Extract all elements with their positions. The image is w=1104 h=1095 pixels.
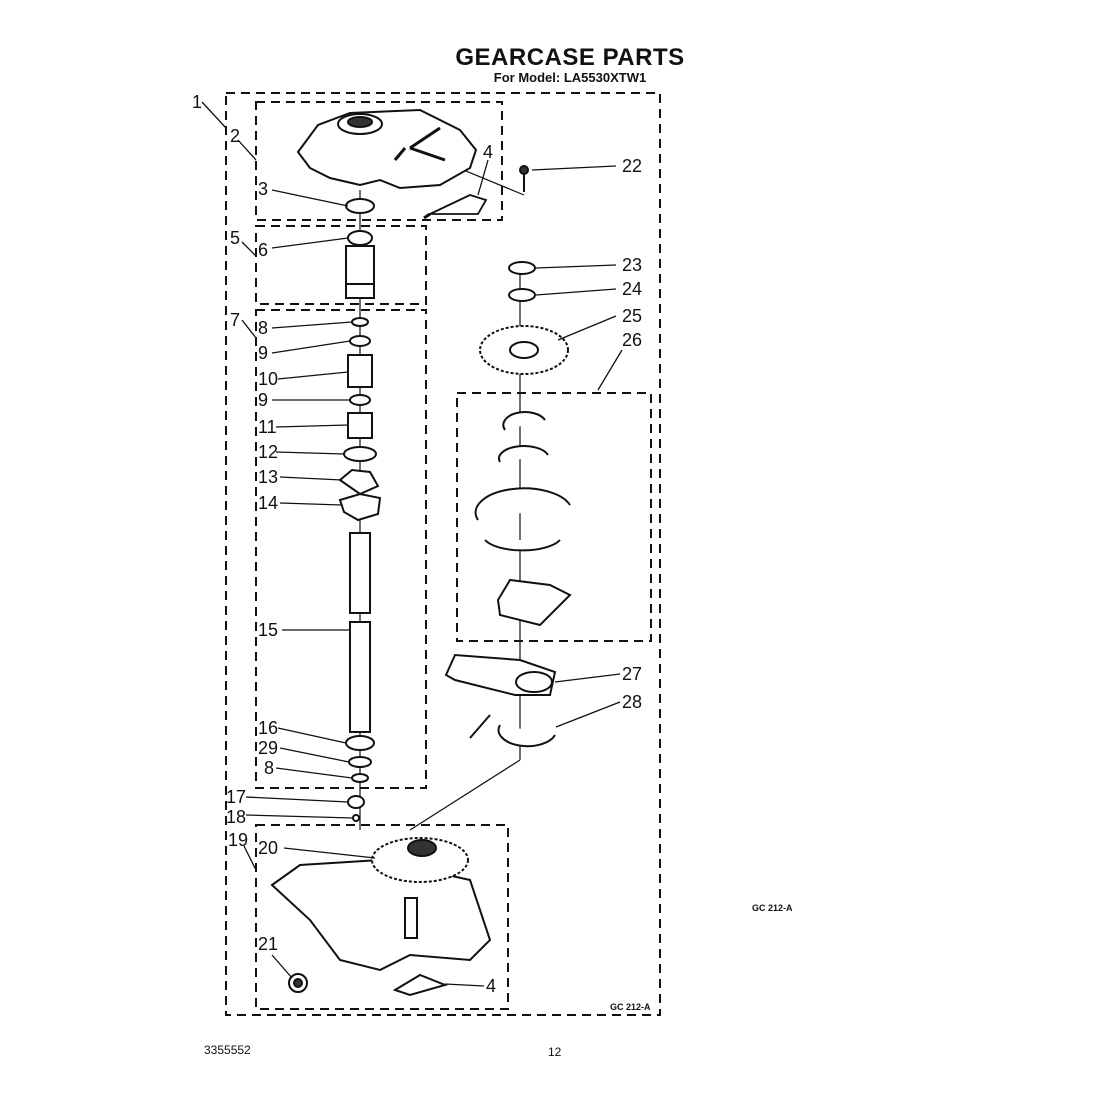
washer-9b xyxy=(349,394,371,406)
washer-16 xyxy=(345,735,375,751)
callout: 14 xyxy=(258,493,278,513)
shaft-upper xyxy=(349,532,371,614)
callout: 8 xyxy=(258,318,268,338)
group-box-housing xyxy=(255,824,509,1010)
model-subtitle: For Model: LA5530XTW1 xyxy=(493,70,647,85)
callout: 18 xyxy=(226,807,246,827)
callout: 28 xyxy=(622,692,642,712)
washer-24 xyxy=(508,288,536,302)
callout: 17 xyxy=(226,787,246,807)
pinion-gear xyxy=(345,245,375,299)
washer-9a xyxy=(349,335,371,347)
shifter-ring xyxy=(502,411,546,431)
washer-29 xyxy=(348,756,372,768)
callout: 27 xyxy=(622,664,642,684)
callout: 11 xyxy=(258,417,277,437)
shifter-fork xyxy=(474,487,571,552)
callout: 15 xyxy=(258,620,278,640)
callout: 6 xyxy=(258,240,268,260)
diagram-code-inner: GC 212-A xyxy=(610,1002,651,1012)
callout: 8 xyxy=(264,758,274,778)
diagram-title: GEARCASE PARTS xyxy=(455,44,685,71)
callout: 10 xyxy=(258,369,278,389)
ring-8 xyxy=(351,317,369,327)
bearing xyxy=(347,230,373,246)
cam-14 xyxy=(338,492,382,522)
callout: 23 xyxy=(622,255,642,275)
retainer-clip xyxy=(469,714,556,748)
callout: 3 xyxy=(258,179,268,199)
bushing-17 xyxy=(347,795,365,809)
callout: 9 xyxy=(258,343,268,363)
seal xyxy=(345,198,375,214)
callout: 4 xyxy=(483,142,493,162)
group-box-cover xyxy=(255,101,503,221)
screw xyxy=(519,165,529,192)
shifter-plate xyxy=(496,578,572,627)
callout: 5 xyxy=(230,228,240,248)
callout: 16 xyxy=(258,718,278,738)
gearcase-cover xyxy=(296,108,478,190)
callout: 9 xyxy=(258,390,268,410)
document-number: 3355552 xyxy=(204,1043,251,1057)
callout-labels: 1 2 3 4 5 6 7 8 9 10 9 11 12 13 14 15 16… xyxy=(192,92,642,996)
ring-8b xyxy=(351,773,369,783)
washer-23 xyxy=(508,261,536,275)
callout: 4 xyxy=(486,976,496,996)
callout: 1 xyxy=(192,92,202,112)
callout: 13 xyxy=(258,467,278,487)
page-number: 12 xyxy=(548,1045,562,1059)
callout: 22 xyxy=(622,156,642,176)
group-box-shifter xyxy=(456,392,652,642)
spring xyxy=(347,354,373,388)
callout: 29 xyxy=(258,738,278,758)
ball-18 xyxy=(352,814,360,822)
callout: 7 xyxy=(230,310,240,330)
diagram-code-outer: GC 212-A xyxy=(752,903,793,913)
callout: 24 xyxy=(622,279,642,299)
washer-12 xyxy=(343,446,377,462)
group-box-shaft xyxy=(255,309,427,789)
gear-housing xyxy=(270,837,492,997)
callout: 21 xyxy=(258,934,278,954)
callout: 25 xyxy=(622,306,642,326)
group-box-pinion xyxy=(255,225,427,305)
shifter-gear xyxy=(498,445,549,463)
callout: 12 xyxy=(258,442,278,462)
callout: 19 xyxy=(228,830,248,850)
callout: 20 xyxy=(258,838,278,858)
callout: 26 xyxy=(622,330,642,350)
group-box-assembly xyxy=(225,92,661,1016)
callout: 2 xyxy=(230,126,240,146)
cam-13 xyxy=(338,468,380,496)
clutch-sleeve xyxy=(347,412,373,439)
shaft-lower xyxy=(349,621,371,733)
grease-tube xyxy=(423,194,488,220)
